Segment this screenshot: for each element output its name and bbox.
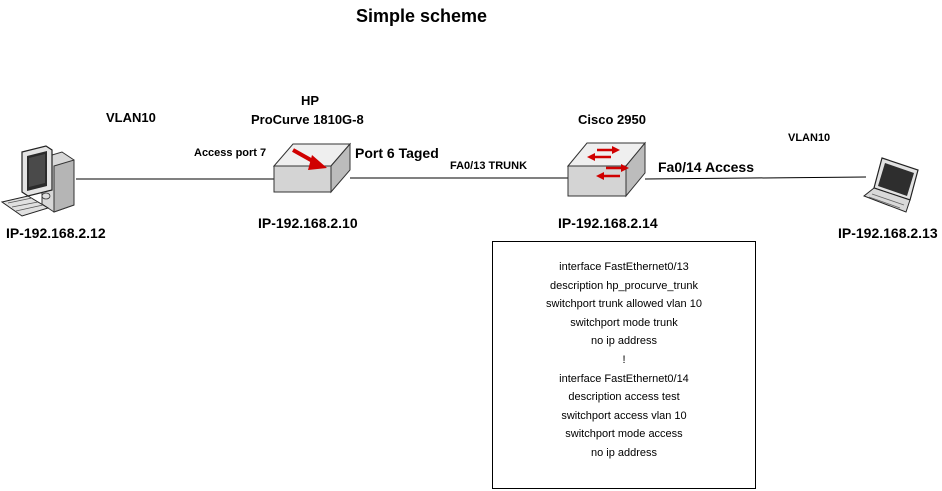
config-box: interface FastEthernet0/13 description h… xyxy=(492,241,756,489)
desktop-computer-icon xyxy=(0,145,75,217)
pc-ip-label: IP-192.168.2.12 xyxy=(6,225,106,241)
link-cisco-laptop xyxy=(644,176,867,180)
cisco-trunk-port-label: FA0/13 TRUNK xyxy=(450,160,528,172)
config-line: interface FastEthernet0/14 xyxy=(559,372,689,385)
config-line: switchport trunk allowed vlan 10 xyxy=(546,298,702,311)
hp-ip-label: IP-192.168.2.10 xyxy=(258,215,358,231)
cisco-ip-label: IP-192.168.2.14 xyxy=(558,215,658,231)
hp-access-port-label: Access port 7 xyxy=(194,147,267,159)
config-line: switchport access vlan 10 xyxy=(561,409,687,422)
config-line: switchport mode trunk xyxy=(570,316,678,329)
config-line: interface FastEthernet0/13 xyxy=(559,261,689,273)
config-line: no ip address xyxy=(590,447,658,459)
config-line: description access test xyxy=(568,391,680,404)
laptop-vlan-label: VLAN10 xyxy=(788,132,831,144)
config-line: no ip address xyxy=(590,335,658,348)
cisco-model-label: Cisco 2950 xyxy=(578,112,646,127)
page-title: Simple scheme xyxy=(356,6,488,26)
cisco-access-port-label: Fa0/14 Access xyxy=(658,159,754,175)
laptop-icon xyxy=(863,157,919,213)
cisco-switch-icon xyxy=(566,141,647,198)
hp-model-label: ProCurve 1810G-8 xyxy=(251,112,364,127)
pc-vlan-label: VLAN10 xyxy=(106,110,156,125)
config-line: ! xyxy=(622,354,626,366)
config-line: description hp_procurve_trunk xyxy=(550,279,698,292)
laptop-ip-label: IP-192.168.2.13 xyxy=(838,225,938,241)
hp-brand-label: HP xyxy=(301,93,320,108)
config-line: switchport mode access xyxy=(565,428,683,441)
hp-switch-icon xyxy=(272,142,352,194)
hp-trunk-port-label: Port 6 Taged xyxy=(355,145,439,161)
